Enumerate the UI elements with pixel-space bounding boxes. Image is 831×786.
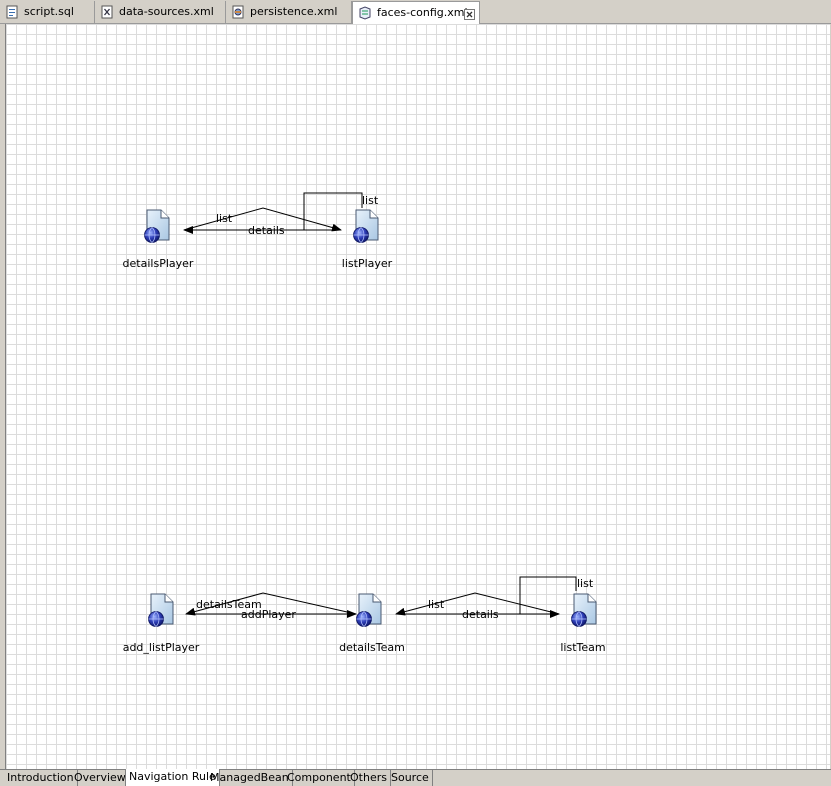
edge-label: detailsTeam: [196, 598, 262, 611]
node-add_listPlayer[interactable]: add_listPlayer: [123, 593, 200, 654]
editor-tab-persistence-xml[interactable]: persistence.xml: [226, 1, 352, 23]
page-tab-others[interactable]: Others: [347, 770, 391, 786]
edge-label: list: [577, 577, 594, 590]
edge-label: details: [248, 224, 285, 237]
edge-detailsTeam-listTeam[interactable]: details: [396, 608, 560, 621]
page-tab-navigation-rule[interactable]: Navigation Rule: [125, 769, 220, 786]
edge-label: addPlayer: [241, 608, 296, 621]
node-label: listTeam: [560, 641, 605, 654]
jsp-page-icon: [148, 593, 174, 627]
navigation-diagram-canvas[interactable]: list details list detailsTeam addPlayer: [5, 24, 830, 769]
edge-add_listPlayer-detailsTeam[interactable]: addPlayer: [186, 608, 357, 621]
jsp-page-icon: [571, 593, 597, 627]
editor-tab-script-sql[interactable]: script.sql: [0, 1, 95, 23]
close-icon[interactable]: [464, 6, 475, 27]
editor-tab-data-sources-xml[interactable]: data-sources.xml: [95, 1, 226, 23]
edge-listPlayer-self[interactable]: list: [303, 192, 379, 230]
node-listPlayer[interactable]: listPlayer: [342, 209, 393, 270]
edge-label: details: [462, 608, 499, 621]
node-detailsPlayer[interactable]: detailsPlayer: [123, 209, 194, 270]
page-tab-overview[interactable]: Overview: [71, 770, 130, 786]
node-label: listPlayer: [342, 257, 393, 270]
page-tab-source[interactable]: Source: [388, 770, 433, 786]
jsp-page-icon: [356, 593, 382, 627]
edge-listPlayer-detailsPlayer[interactable]: details: [183, 224, 341, 237]
persistence-file-icon: [231, 5, 245, 26]
page-tab-introduction[interactable]: Introduction: [4, 770, 78, 786]
editor-tab-faces-config-xml[interactable]: faces-config.xml: [352, 1, 480, 25]
page-tab-managedbean[interactable]: ManagedBean: [207, 770, 293, 786]
node-label: detailsTeam: [339, 641, 405, 654]
xml-file-icon: [100, 5, 114, 26]
edge-detailsPlayer-listPlayer[interactable]: list: [183, 207, 342, 232]
navigation-diagram-frame: list details list detailsTeam addPlayer: [0, 24, 831, 769]
editor-tab-label: data-sources.xml: [119, 5, 214, 18]
editor-page-tabs: Introduction Overview Navigation Rule Ma…: [0, 769, 831, 786]
node-listTeam[interactable]: listTeam: [560, 593, 606, 654]
edge-listTeam-self[interactable]: list: [519, 576, 594, 614]
node-label: add_listPlayer: [123, 641, 200, 654]
page-tab-component[interactable]: Component: [284, 770, 355, 786]
edge-label: list: [362, 194, 379, 207]
faces-config-icon: [358, 6, 372, 27]
editor-tab-label: persistence.xml: [250, 5, 338, 18]
jsp-page-icon: [144, 209, 170, 243]
node-label: detailsPlayer: [123, 257, 194, 270]
jsp-page-icon: [353, 209, 379, 243]
sql-file-icon: [5, 5, 19, 26]
navigation-diagram: list details list detailsTeam addPlayer: [123, 192, 606, 654]
edge-label: list: [216, 212, 233, 225]
node-detailsTeam[interactable]: detailsTeam: [339, 593, 405, 654]
editor-tab-label: script.sql: [24, 5, 74, 18]
editor-tab-bar: script.sql data-sources.xml persistence.…: [0, 0, 831, 25]
edge-detailsTeam-add_listPlayer[interactable]: detailsTeam: [185, 592, 357, 616]
edge-label: list: [428, 598, 445, 611]
editor-tab-label: faces-config.xml: [377, 6, 468, 19]
edge-listTeam-detailsTeam[interactable]: list: [395, 592, 560, 616]
